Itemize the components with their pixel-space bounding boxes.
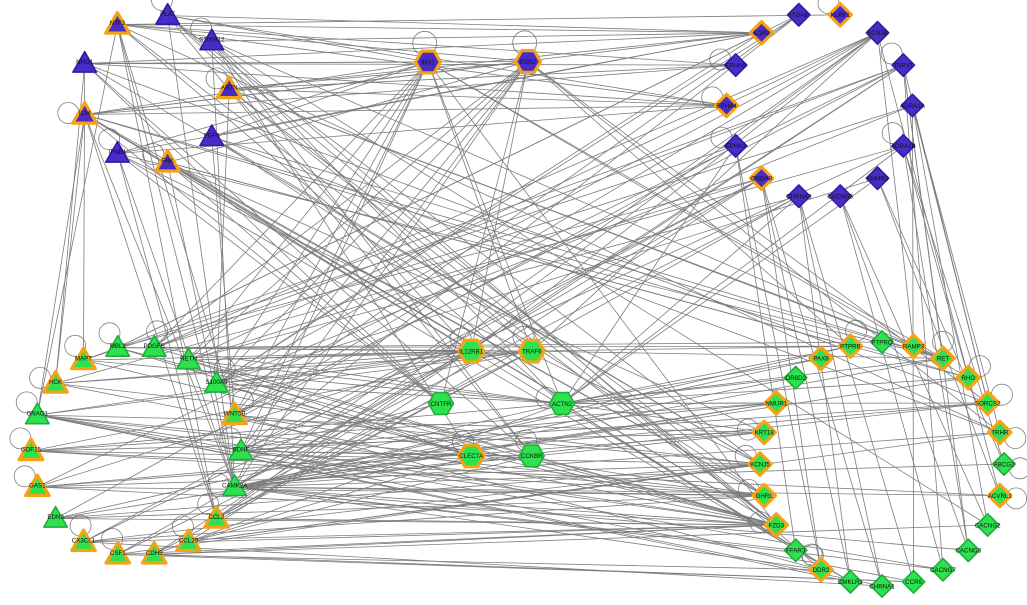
svg-text:CACNG5: CACNG5 xyxy=(827,194,853,201)
svg-text:SCN3B: SCN3B xyxy=(867,30,888,37)
svg-text:DDR2: DDR2 xyxy=(813,567,830,574)
svg-text:PTPRO: PTPRO xyxy=(871,339,893,346)
svg-text:FFAR3: FFAR3 xyxy=(786,548,806,555)
svg-text:CACNG7: CACNG7 xyxy=(930,567,956,574)
svg-text:MBL2: MBL2 xyxy=(110,343,127,350)
svg-text:SORCS2: SORCS2 xyxy=(975,400,1001,407)
svg-text:IL34: IL34 xyxy=(79,110,92,117)
svg-text:AMHR2: AMHR2 xyxy=(867,176,889,183)
svg-text:BDNF: BDNF xyxy=(233,447,250,454)
svg-text:FRK: FRK xyxy=(161,158,174,165)
svg-text:KRT18: KRT18 xyxy=(755,430,775,437)
svg-text:CCKBR: CCKBR xyxy=(521,453,543,460)
svg-text:S100A12: S100A12 xyxy=(199,37,225,44)
svg-text:EDN3: EDN3 xyxy=(47,514,64,521)
svg-text:NMUR1: NMUR1 xyxy=(765,400,788,407)
svg-text:ABCG2: ABCG2 xyxy=(994,461,1016,468)
svg-text:IRS1: IRS1 xyxy=(421,59,435,66)
svg-text:HCK: HCK xyxy=(49,379,63,386)
svg-text:RETN: RETN xyxy=(180,356,197,363)
svg-text:FGF6: FGF6 xyxy=(204,133,220,140)
svg-text:S100A9: S100A9 xyxy=(205,379,228,386)
svg-text:EPHA8: EPHA8 xyxy=(726,62,747,69)
svg-text:ARTN: ARTN xyxy=(221,85,238,92)
svg-text:ADRA1B: ADRA1B xyxy=(891,143,916,150)
svg-text:TRHR: TRHR xyxy=(991,430,1009,437)
svg-text:CNGA3: CNGA3 xyxy=(751,176,773,183)
svg-text:CCR6: CCR6 xyxy=(905,579,922,586)
svg-text:ACTN2: ACTN2 xyxy=(552,401,573,408)
svg-text:FZD3: FZD3 xyxy=(769,522,785,529)
svg-text:WNT5B: WNT5B xyxy=(224,411,246,418)
svg-text:CCL20: CCL20 xyxy=(179,538,199,545)
svg-text:IFNB1: IFNB1 xyxy=(109,149,127,156)
svg-text:EPHA4: EPHA4 xyxy=(716,103,737,110)
svg-text:CACNG3: CACNG3 xyxy=(955,548,981,555)
svg-text:CDH5: CDH5 xyxy=(146,550,163,557)
svg-text:TRAF6: TRAF6 xyxy=(522,348,542,355)
svg-text:CCL2: CCL2 xyxy=(208,514,224,521)
svg-text:PTPRB: PTPRB xyxy=(840,344,861,351)
svg-text:PDGFB: PDGFB xyxy=(144,343,165,350)
svg-text:RET: RET xyxy=(937,356,950,363)
svg-text:PLAT: PLAT xyxy=(160,11,175,18)
svg-text:EPHA3: EPHA3 xyxy=(726,143,747,150)
svg-text:CX3CL1: CX3CL1 xyxy=(72,538,96,545)
svg-text:KCNJ5: KCNJ5 xyxy=(750,461,770,468)
svg-text:CAMK2A: CAMK2A xyxy=(222,483,248,490)
svg-text:NRG1: NRG1 xyxy=(76,59,94,66)
svg-text:TRPV1: TRPV1 xyxy=(893,62,914,69)
svg-text:CHRNA3: CHRNA3 xyxy=(786,194,812,201)
svg-text:GNAO1: GNAO1 xyxy=(26,411,48,418)
svg-text:PAX8: PAX8 xyxy=(813,356,829,363)
svg-text:IL1R2: IL1R2 xyxy=(753,30,770,37)
svg-text:GDF15: GDF15 xyxy=(21,447,42,454)
svg-text:MAPT: MAPT xyxy=(75,356,92,363)
svg-text:ESR2: ESR2 xyxy=(520,59,537,66)
svg-text:RAMP3: RAMP3 xyxy=(903,344,925,351)
svg-text:NTF3: NTF3 xyxy=(110,20,126,27)
svg-text:ADRA1A: ADRA1A xyxy=(900,103,926,110)
svg-text:ITGA8: ITGA8 xyxy=(790,12,808,19)
svg-text:CSF1: CSF1 xyxy=(110,550,126,557)
svg-text:GHRL: GHRL xyxy=(756,493,774,500)
svg-text:IL12RB1: IL12RB1 xyxy=(459,348,484,355)
svg-text:KLRF1: KLRF1 xyxy=(831,12,851,19)
svg-text:RHO: RHO xyxy=(961,375,975,382)
svg-text:CNTFR: CNTFR xyxy=(431,401,452,408)
svg-text:CLEC7A: CLEC7A xyxy=(459,453,484,460)
svg-text:ACVRL1: ACVRL1 xyxy=(988,493,1013,500)
svg-text:OR8D2: OR8D2 xyxy=(785,375,806,382)
svg-text:CMKLR1: CMKLR1 xyxy=(838,579,864,586)
svg-text:CHRNA1: CHRNA1 xyxy=(869,583,895,590)
svg-text:CACNG2: CACNG2 xyxy=(975,522,1001,529)
svg-text:GAS1: GAS1 xyxy=(29,483,46,490)
